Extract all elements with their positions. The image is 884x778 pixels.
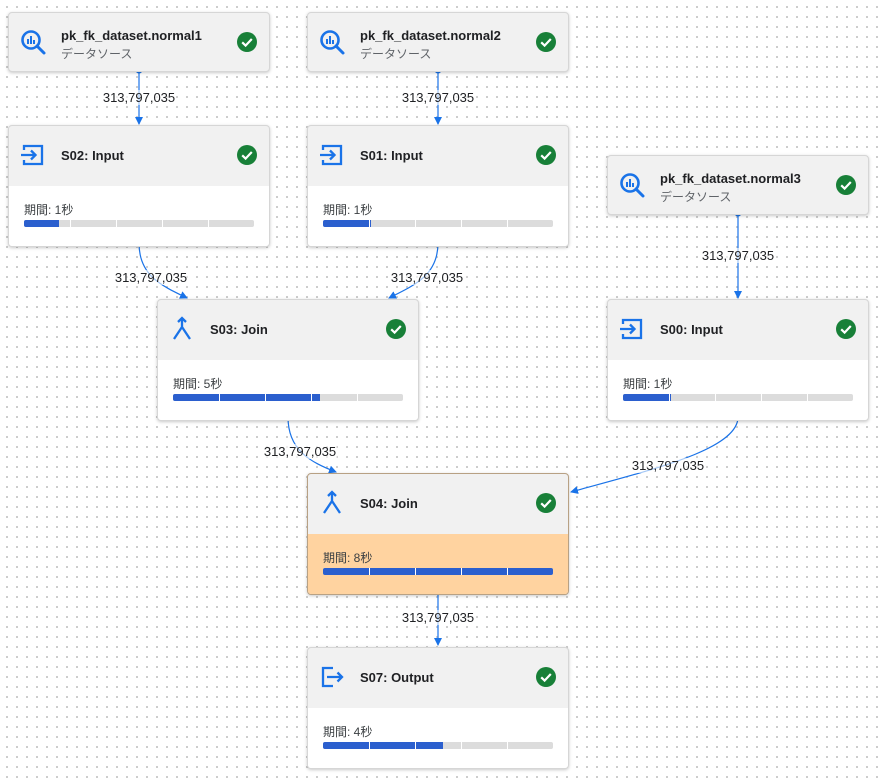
node-body: 期間: 4秒 bbox=[308, 708, 568, 768]
progress-segment-divider bbox=[507, 742, 508, 749]
progress-segment-divider bbox=[461, 220, 462, 227]
edge-label-ds3-s00: 313,797,035 bbox=[700, 248, 776, 263]
progress-fill bbox=[323, 220, 372, 227]
node-title: pk_fk_dataset.normal2 bbox=[360, 28, 501, 43]
duration-label: 期間: 1秒 bbox=[24, 203, 74, 217]
progress-segment-divider bbox=[507, 220, 508, 227]
duration-progress-bar bbox=[24, 220, 254, 227]
progress-segment-divider bbox=[311, 394, 312, 401]
progress-segment-divider bbox=[461, 568, 462, 575]
duration-label: 期間: 8秒 bbox=[323, 551, 373, 565]
success-check-icon bbox=[536, 667, 556, 687]
node-title: S00: Input bbox=[660, 322, 723, 337]
duration-label: 期間: 1秒 bbox=[323, 203, 373, 217]
success-check-icon bbox=[836, 319, 856, 339]
edge-label-ds2-s01: 313,797,035 bbox=[400, 90, 476, 105]
output-icon bbox=[321, 666, 344, 688]
duration-progress-bar bbox=[323, 568, 553, 575]
input-icon bbox=[21, 144, 44, 166]
progress-segment-divider bbox=[208, 220, 209, 227]
edge-label-s01-s03: 313,797,035 bbox=[389, 270, 465, 285]
node-s00[interactable]: S00: Input 期間: 1秒 bbox=[607, 299, 869, 421]
edge-s00-s04 bbox=[570, 416, 739, 494]
progress-segment-divider bbox=[369, 742, 370, 749]
node-s03[interactable]: S03: Join 期間: 5秒 bbox=[157, 299, 419, 421]
node-body: 期間: 8秒 bbox=[308, 534, 568, 594]
progress-segment-divider bbox=[807, 394, 808, 401]
success-check-icon bbox=[237, 32, 257, 52]
success-check-icon bbox=[536, 32, 556, 52]
bigquery-search-icon bbox=[21, 30, 46, 55]
success-check-icon bbox=[836, 175, 856, 195]
duration-label: 期間: 4秒 bbox=[323, 725, 373, 739]
input-icon bbox=[320, 144, 343, 166]
node-ds3[interactable]: pk_fk_dataset.normal3 データソース bbox=[607, 155, 869, 215]
duration-label: 期間: 1秒 bbox=[623, 377, 673, 391]
success-check-icon bbox=[536, 145, 556, 165]
progress-segment-divider bbox=[219, 394, 220, 401]
progress-segment-divider bbox=[761, 394, 762, 401]
duration-progress-bar bbox=[623, 394, 853, 401]
edge-label-s03-s04: 313,797,035 bbox=[262, 444, 338, 459]
node-subtitle: データソース bbox=[61, 47, 133, 61]
bigquery-search-icon bbox=[620, 173, 645, 198]
node-title: pk_fk_dataset.normal3 bbox=[660, 171, 801, 186]
join-icon bbox=[173, 316, 191, 340]
duration-progress-bar bbox=[173, 394, 403, 401]
edge-label-ds1-s02: 313,797,035 bbox=[101, 90, 177, 105]
progress-segment-divider bbox=[415, 568, 416, 575]
progress-fill bbox=[24, 220, 59, 227]
progress-segment-divider bbox=[507, 568, 508, 575]
progress-fill bbox=[323, 568, 553, 575]
node-title: S01: Input bbox=[360, 148, 423, 163]
progress-segment-divider bbox=[369, 568, 370, 575]
progress-fill bbox=[323, 742, 443, 749]
progress-segment-divider bbox=[715, 394, 716, 401]
bigquery-search-icon bbox=[320, 30, 345, 55]
node-title: S04: Join bbox=[360, 496, 418, 511]
node-title: pk_fk_dataset.normal1 bbox=[61, 28, 202, 43]
progress-segment-divider bbox=[357, 394, 358, 401]
input-icon bbox=[620, 318, 643, 340]
progress-fill bbox=[623, 394, 672, 401]
progress-segment-divider bbox=[162, 220, 163, 227]
progress-segment-divider bbox=[669, 394, 670, 401]
node-title: S07: Output bbox=[360, 670, 434, 685]
edge-label-s00-s04: 313,797,035 bbox=[630, 458, 706, 473]
progress-segment-divider bbox=[116, 220, 117, 227]
progress-segment-divider bbox=[415, 742, 416, 749]
node-s02[interactable]: S02: Input 期間: 1秒 bbox=[8, 125, 270, 247]
success-check-icon bbox=[237, 145, 257, 165]
node-ds2[interactable]: pk_fk_dataset.normal2 データソース bbox=[307, 12, 569, 72]
edge-label-s02-s03: 313,797,035 bbox=[113, 270, 189, 285]
duration-label: 期間: 5秒 bbox=[173, 377, 223, 391]
node-s04[interactable]: S04: Join 期間: 8秒 bbox=[307, 473, 569, 595]
node-body: 期間: 1秒 bbox=[9, 186, 269, 246]
node-s07[interactable]: S07: Output 期間: 4秒 bbox=[307, 647, 569, 769]
node-ds1[interactable]: pk_fk_dataset.normal1 データソース bbox=[8, 12, 270, 72]
node-subtitle: データソース bbox=[360, 47, 432, 61]
success-check-icon bbox=[386, 319, 406, 339]
progress-fill bbox=[173, 394, 321, 401]
duration-progress-bar bbox=[323, 742, 553, 749]
node-title: S02: Input bbox=[61, 148, 124, 163]
duration-progress-bar bbox=[323, 220, 553, 227]
progress-segment-divider bbox=[265, 394, 266, 401]
node-title: S03: Join bbox=[210, 322, 268, 337]
progress-segment-divider bbox=[415, 220, 416, 227]
node-s01[interactable]: S01: Input 期間: 1秒 bbox=[307, 125, 569, 247]
edge-label-s04-s07: 313,797,035 bbox=[400, 610, 476, 625]
node-subtitle: データソース bbox=[660, 190, 732, 204]
node-body: 期間: 5秒 bbox=[158, 360, 418, 420]
node-body: 期間: 1秒 bbox=[608, 360, 868, 420]
success-check-icon bbox=[536, 493, 556, 513]
node-body: 期間: 1秒 bbox=[308, 186, 568, 246]
progress-segment-divider bbox=[70, 220, 71, 227]
progress-segment-divider bbox=[461, 742, 462, 749]
progress-segment-divider bbox=[369, 220, 370, 227]
join-icon bbox=[323, 490, 341, 514]
